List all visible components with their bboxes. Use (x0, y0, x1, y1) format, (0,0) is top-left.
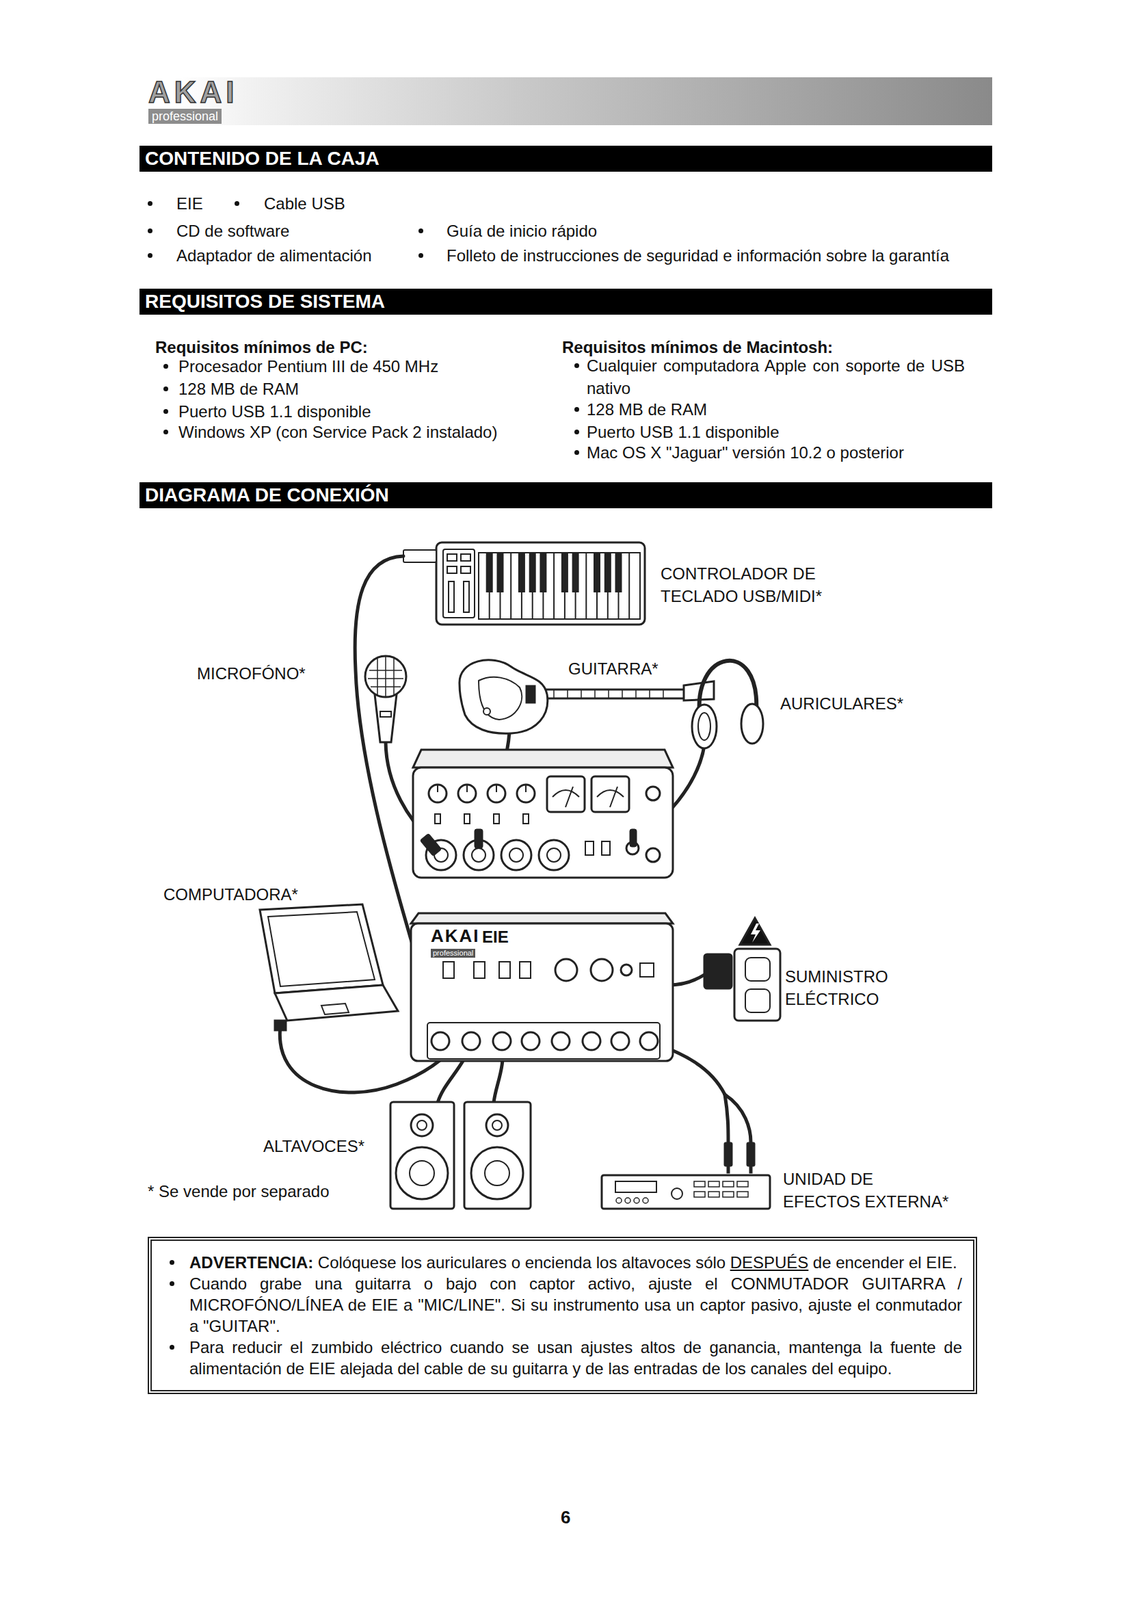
requirement-item: Windows XP (con Service Pack 2 instalado… (178, 421, 498, 442)
requirement-heading: Requisitos mínimos de PC: (155, 337, 368, 357)
bullet-dot (169, 1259, 175, 1265)
box-item: EIE (176, 193, 204, 214)
warning-text: Para reducir el zumbido eléctrico cuando… (189, 1337, 963, 1378)
requirement-item: Mac OS X "Jaguar" versión 10.2 o posteri… (586, 442, 904, 463)
box-item: Cable USB (263, 193, 346, 214)
page-number: 6 (560, 1506, 571, 1528)
bullet-dot (418, 253, 424, 258)
warning-item: Para reducir el zumbido eléctrico cuando… (189, 1336, 963, 1379)
eie-rear-panel (410, 912, 673, 1061)
footnote: * Se vende por separado (147, 1180, 330, 1201)
panel-logo: AKAI (430, 925, 481, 947)
warning-text: de encender el EIE. (813, 1252, 958, 1272)
device-label: AURICULARES* (780, 693, 904, 714)
bullet-dot (234, 201, 240, 206)
device-label: MICROFÓNO* (196, 663, 306, 684)
requirement-item: 128 MB de RAM (586, 399, 708, 420)
bullet-dot (574, 363, 580, 368)
speaker-drawing (390, 1101, 531, 1209)
bullet-dot (163, 363, 169, 369)
bullet-dot (163, 429, 169, 435)
panel-logo-subtitle: professional (430, 948, 476, 958)
warning-item: Cuando grabe una guitarra o bajo con cap… (189, 1272, 963, 1337)
logo-subtitle: professional (148, 108, 222, 124)
device-label: ALTAVOCES* (263, 1135, 365, 1156)
device-label: CONTROLADOR DE TECLADO USB/MIDI* (660, 562, 846, 608)
requirement-item: Cualquier computadora Apple con soporte … (586, 354, 965, 400)
bullet-dot (163, 386, 169, 392)
effects-unit-drawing (601, 1174, 770, 1209)
device-label: COMPUTADORA* (163, 884, 299, 904)
section-band: REQUISITOS DE SISTEMA (139, 288, 993, 315)
box-item: CD de software (176, 220, 290, 241)
bullet-dot (574, 449, 580, 455)
panel-model-name: EIE (482, 926, 509, 947)
eie-front-panel (413, 749, 673, 878)
device-label: UNIDAD DE EFECTOS EXTERNA* (782, 1167, 954, 1213)
bullet-dot (574, 429, 580, 435)
warning-text: Cuando grabe una guitarra o bajo con cap… (189, 1273, 963, 1335)
bullet-dot (574, 406, 580, 412)
bullet-dot (147, 228, 153, 234)
bullet-dot (147, 201, 153, 206)
section-heading: DIAGRAMA DE CONEXIÓN (139, 482, 390, 509)
requirement-heading: Requisitos mínimos de Macintosh: (562, 337, 833, 357)
logo-wordmark: AKAI (148, 75, 239, 109)
box-item: Guía de inicio rápido (446, 220, 597, 241)
headphones-drawing (692, 660, 764, 749)
bullet-dot (147, 253, 153, 258)
bullet-dot (169, 1280, 175, 1286)
bullet-dot (163, 408, 169, 414)
laptop-drawing (259, 903, 398, 1030)
warning-text: DESPUÉS (730, 1252, 809, 1272)
bullet-dot (418, 228, 424, 234)
warning-box: ADVERTENCIA:Colóquese los auriculares o … (147, 1236, 978, 1394)
requirement-item: Puerto USB 1.1 disponible (586, 421, 780, 442)
cable-lines (279, 555, 751, 1142)
requirement-item: Puerto USB 1.1 disponible (178, 401, 372, 422)
header-bar: AKAIprofessional (145, 77, 993, 126)
requirement-item: 128 MB de RAM (178, 378, 299, 399)
device-label: GUITARRA* (568, 658, 659, 679)
section-heading: REQUISITOS DE SISTEMA (139, 288, 385, 315)
warning-item: ADVERTENCIA:Colóquese los auriculares o … (189, 1251, 963, 1273)
requirement-item: Procesador Pentium III de 450 MHz (178, 356, 439, 377)
section-band: DIAGRAMA DE CONEXIÓN (139, 482, 993, 509)
bullet-dot (169, 1344, 175, 1350)
section-heading: CONTENIDO DE LA CAJA (139, 145, 380, 172)
section-band: CONTENIDO DE LA CAJA (139, 145, 993, 172)
microphone-drawing (365, 655, 407, 742)
box-item: Adaptador de alimentación (176, 245, 372, 266)
warning-text: Colóquese los auriculares o encienda los… (317, 1252, 726, 1272)
box-item: Folleto de instrucciones de seguridad e … (446, 245, 950, 266)
warning-text: ADVERTENCIA: (189, 1252, 314, 1272)
keyboard-drawing (403, 542, 645, 625)
power-drawing (704, 917, 781, 1021)
device-label: SUMINISTRO ELÉCTRICO (784, 964, 936, 1010)
